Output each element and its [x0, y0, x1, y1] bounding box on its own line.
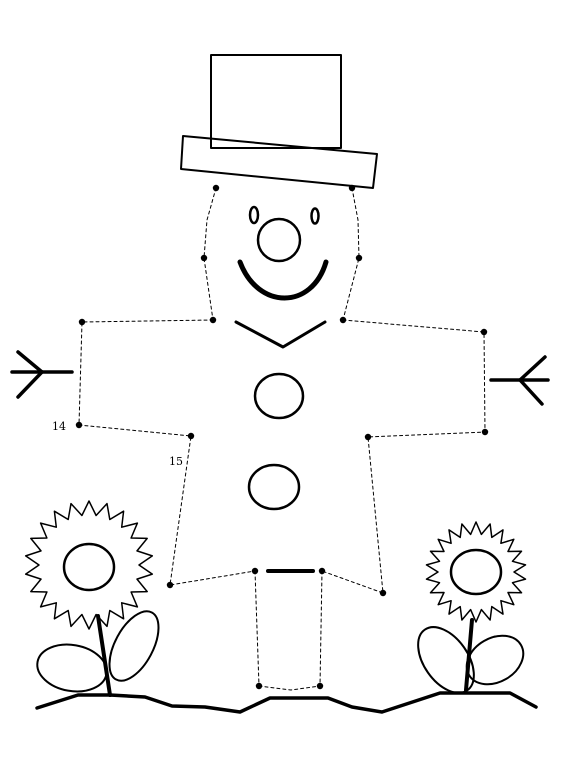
body-button — [253, 372, 305, 420]
stick-hand-icon — [10, 350, 74, 399]
top-hat-icon — [180, 54, 378, 189]
dotted-outline — [78, 187, 486, 691]
connect-dots — [75, 184, 489, 690]
dot-number-15: 15 — [169, 455, 183, 468]
ground-line — [35, 691, 538, 714]
body-button — [247, 463, 301, 511]
stick-hand-icon — [489, 355, 550, 406]
flower-icon — [417, 521, 527, 694]
dot-number-14: 14 — [52, 420, 66, 433]
flower-icon — [24, 500, 160, 697]
snowman-face-icon — [234, 205, 329, 349]
